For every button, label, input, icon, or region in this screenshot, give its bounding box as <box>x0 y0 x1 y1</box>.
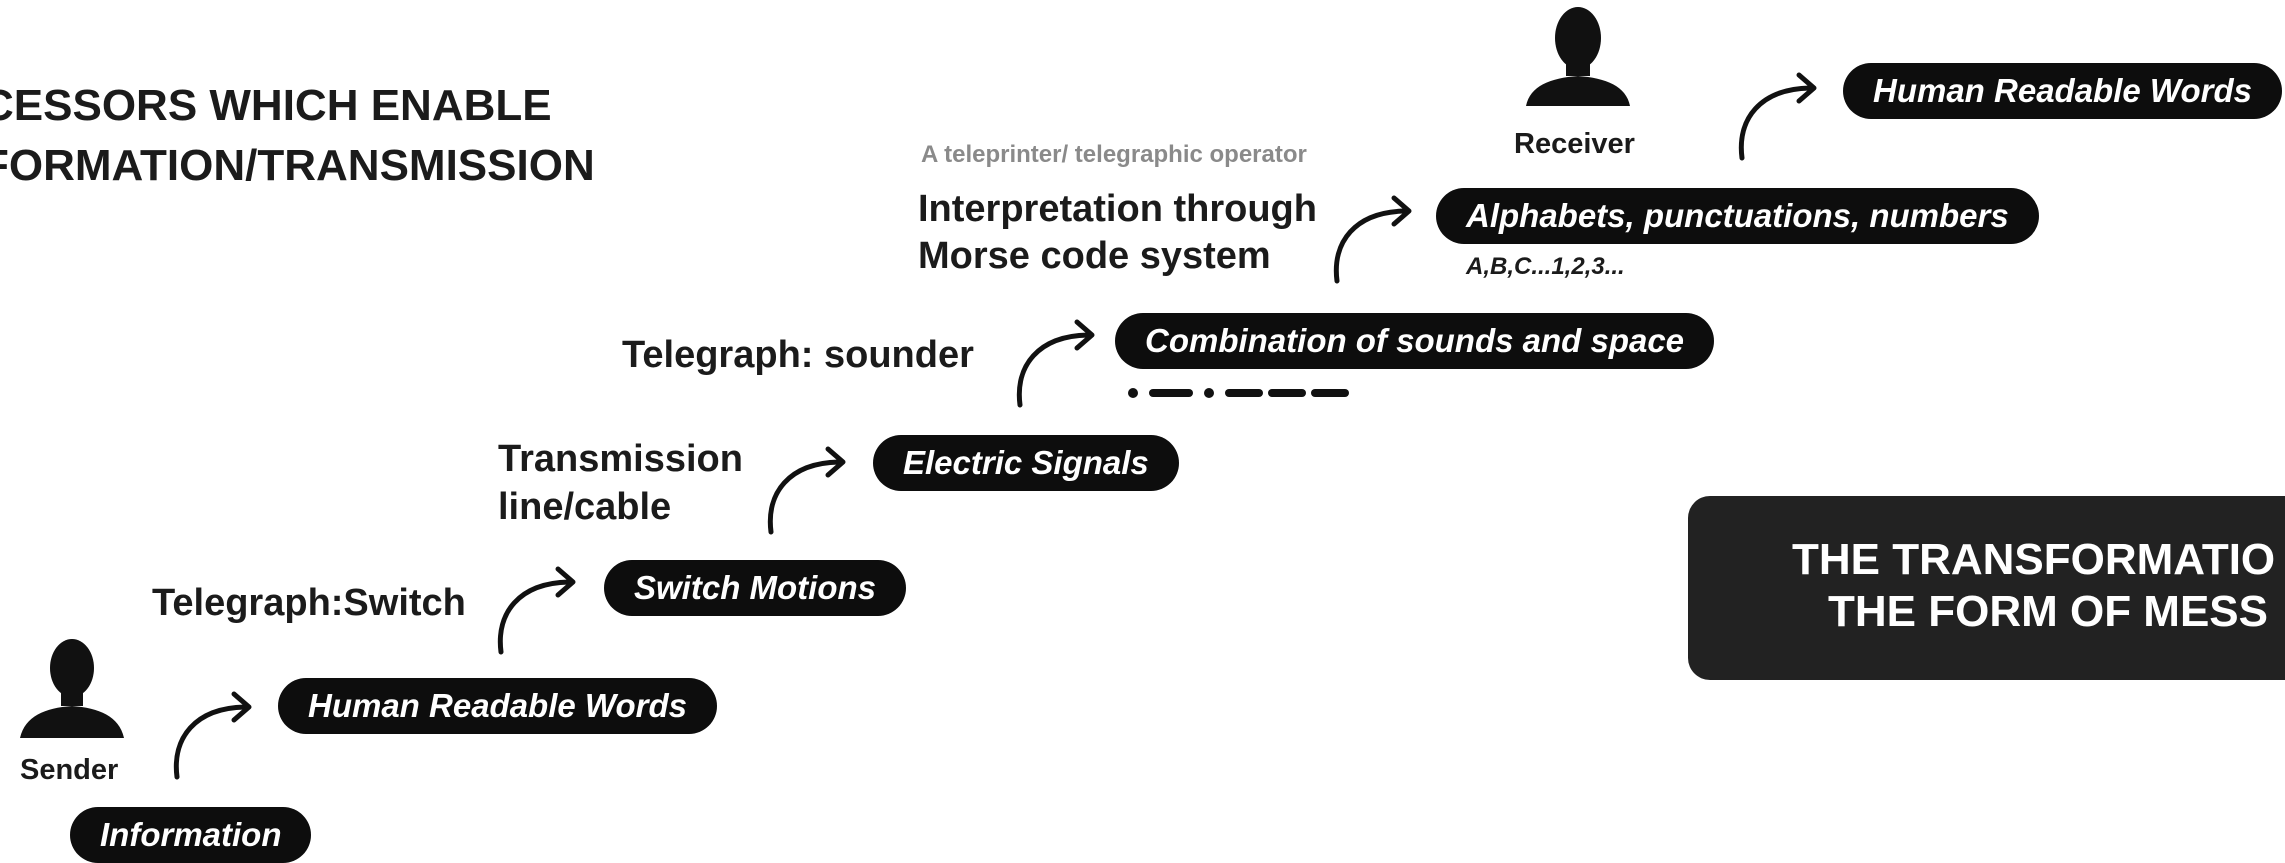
receiver-label: Receiver <box>1514 128 1635 160</box>
stage-label-interpretation-1: Interpretation through <box>918 188 1317 230</box>
sender-person-icon <box>20 639 124 738</box>
diagram-title: CESSORS WHICH ENABLE FORMATION/TRANSMISS… <box>0 76 595 196</box>
pill-human-readable-words-start: Human Readable Words <box>278 678 717 734</box>
banner-line-2: THE FORM OF MESS <box>1828 587 2268 636</box>
pill-human-readable-words-end: Human Readable Words <box>1843 63 2282 119</box>
banner-line-1: THE TRANSFORMATIO <box>1792 535 2276 584</box>
title-line-1: CESSORS WHICH ENABLE <box>0 81 552 130</box>
stage-label-transmission-line-1: Transmission <box>498 438 743 480</box>
operator-note: A teleprinter/ telegraphic operator <box>921 141 1307 168</box>
curved-arrow-icon <box>1738 72 1817 161</box>
curved-arrow-icon <box>497 566 576 655</box>
transformation-banner: THE TRANSFORMATIO THE FORM OF MESS <box>1688 496 2285 680</box>
alphabet-example: A,B,C...1,2,3... <box>1466 253 1625 280</box>
stage-label-interpretation-2: Morse code system <box>918 235 1271 277</box>
pill-alphabets-punctuations-numbers: Alphabets, punctuations, numbers <box>1436 188 2039 244</box>
stage-label-telegraph-switch: Telegraph:Switch <box>152 582 466 624</box>
title-line-2: FORMATION/TRANSMISSION <box>0 141 595 190</box>
curved-arrow-icon <box>173 691 252 780</box>
sender-label: Sender <box>20 754 119 786</box>
receiver-person-icon <box>1526 7 1630 106</box>
curved-arrow-icon <box>767 446 846 535</box>
pill-electric-signals: Electric Signals <box>873 435 1179 491</box>
curved-arrow-icon <box>1333 195 1412 284</box>
pill-information: Information <box>70 807 312 863</box>
pill-switch-motions: Switch Motions <box>604 560 906 616</box>
stage-label-telegraph-sounder: Telegraph: sounder <box>622 334 974 376</box>
morse-code-icon <box>1128 388 1349 398</box>
pill-combination-sounds-space: Combination of sounds and space <box>1115 313 1715 369</box>
stage-label-transmission-line-2: line/cable <box>498 486 672 528</box>
curved-arrow-icon <box>1016 319 1095 408</box>
